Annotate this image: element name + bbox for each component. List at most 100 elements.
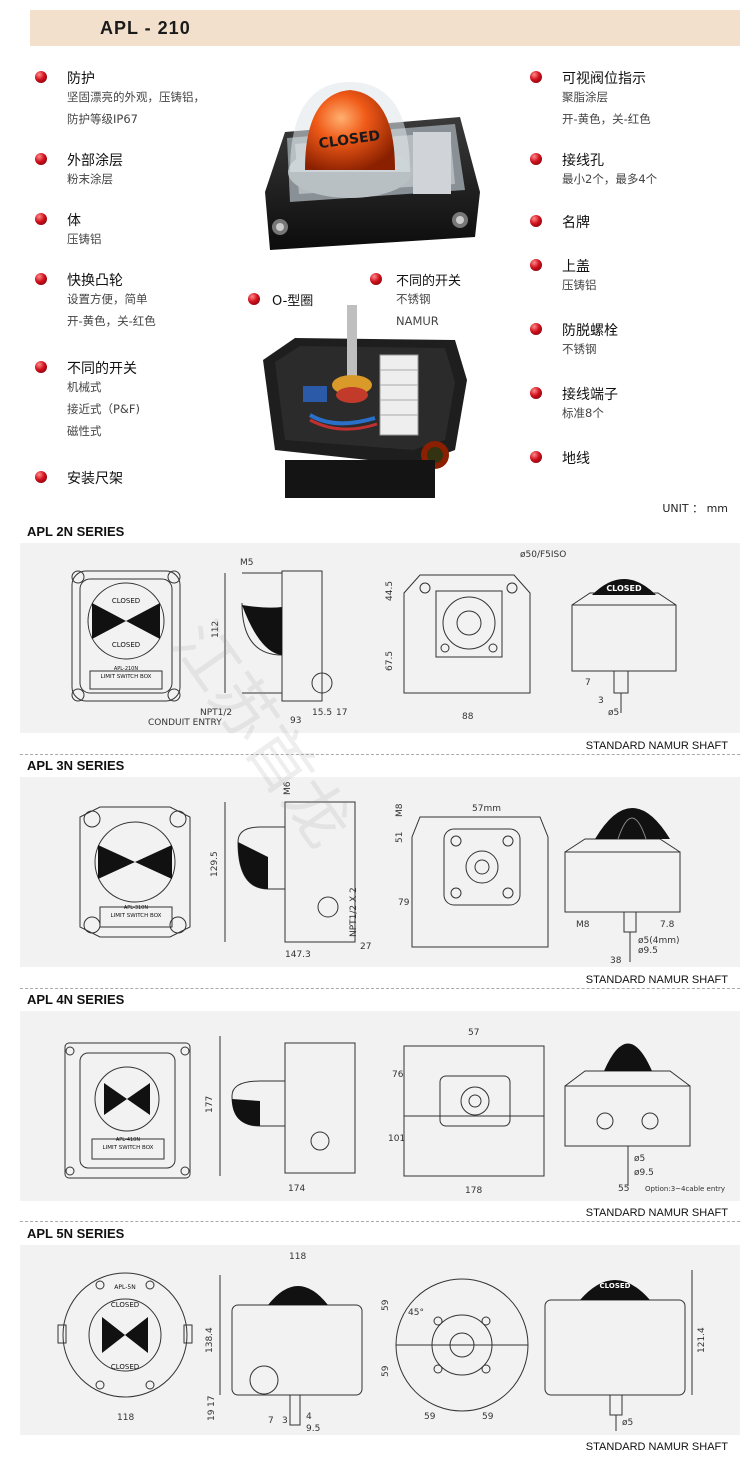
drawing-panel-3n: LIMIT SWITCH BOX APL-310N 129.5 147.3 27…	[20, 777, 740, 967]
closed-text: CLOSED	[600, 1282, 631, 1290]
dim-d5: ø5(4mm)	[638, 936, 680, 946]
feature-desc: 开-黄色，关-红色	[562, 112, 651, 126]
dim-d50: ø50/F5ISO	[520, 550, 566, 560]
caption-2n: STANDARD NAMUR SHAFT	[585, 740, 728, 752]
model-text: APL-410N	[116, 1137, 140, 1143]
dim-112: 112	[211, 621, 221, 638]
bullet-icon	[530, 259, 542, 271]
dim-59: 59	[381, 1299, 391, 1311]
feature-desc: 粉末涂层	[67, 172, 113, 186]
dim-147-3: 147.3	[285, 950, 311, 960]
bullet-icon	[35, 71, 47, 83]
dim-m6: M6	[283, 781, 293, 795]
dim-17: 17	[207, 1396, 217, 1407]
dim-7-8: 7.8	[660, 920, 675, 930]
feature-title: 外部涂层	[67, 153, 123, 169]
model-text: APL-210N	[114, 666, 138, 672]
dim-d9-5: ø9.5	[638, 946, 658, 956]
dim-9-5: 9.5	[306, 1424, 320, 1434]
feature-title: 可视阀位指示	[562, 71, 646, 87]
dim-17: 17	[336, 708, 347, 718]
feature-title: 地线	[562, 451, 590, 467]
drawing-panel-5n: CLOSED CLOSED APL-5N 118 118 138.4 17 19…	[20, 1245, 740, 1435]
feature-title: 防脱螺栓	[562, 323, 618, 339]
dim-d5: ø5	[622, 1418, 633, 1428]
bullet-icon	[35, 273, 47, 285]
dim-67-5: 67.5	[385, 651, 395, 671]
product-photo-assembled: CLOSED	[265, 82, 480, 250]
dim-d5: ø5	[634, 1154, 645, 1164]
feature-title: 快换凸轮	[67, 273, 123, 289]
dim-7: 7	[585, 678, 591, 688]
dim-7: 7	[268, 1416, 274, 1426]
closed-text: CLOSED	[112, 641, 140, 649]
separator	[20, 988, 740, 989]
feature-title: 接线端子	[562, 387, 618, 403]
dim-npt: NPT1/2 X 2	[349, 887, 359, 937]
dimension-drawing-2n: CLOSED CLOSED LIMIT SWITCH BOX APL-210N …	[71, 550, 677, 728]
dim-101: 101	[388, 1134, 405, 1144]
nameplate-text: LIMIT SWITCH BOX	[101, 674, 152, 680]
dim-59: 59	[381, 1365, 391, 1377]
feature-title: 防护	[67, 71, 95, 87]
dim-178: 178	[465, 1186, 482, 1196]
feature-title: 不同的开关	[67, 361, 137, 377]
bullet-icon	[370, 273, 382, 285]
dim-27: 27	[360, 942, 371, 952]
dim-15-5: 15.5	[312, 708, 332, 718]
dim-174: 174	[288, 1184, 305, 1194]
feature-desc: NAMUR	[396, 314, 439, 328]
feature-title: 接线孔	[562, 153, 604, 169]
feature-desc: 磁性式	[67, 424, 102, 438]
title-bar: APL - 210	[30, 10, 740, 46]
dim-88: 88	[462, 712, 474, 722]
feature-title: 不同的开关	[396, 274, 462, 289]
dim-51: 51	[395, 832, 405, 843]
product-photo-internal	[263, 305, 467, 498]
separator	[20, 1221, 740, 1222]
bullet-icon	[530, 215, 542, 227]
dim-19: 19	[207, 1409, 217, 1421]
dim-57: 57	[468, 1028, 479, 1038]
feature-desc: 标准8个	[562, 406, 604, 420]
dim-121-4: 121.4	[697, 1327, 707, 1353]
dim-59: 59	[482, 1412, 494, 1422]
feature-title: 上盖	[562, 259, 590, 275]
unit-label: UNIT ： mm	[662, 502, 728, 515]
dim-59: 59	[424, 1412, 436, 1422]
dim-177: 177	[205, 1096, 215, 1113]
series-title-5n: APL 5N SERIES	[27, 1226, 125, 1241]
feature-desc: 不锈钢	[396, 292, 431, 306]
closed-text: CLOSED	[112, 597, 140, 605]
dim-m5: M5	[240, 558, 254, 568]
dim-conduit: CONDUIT ENTRY	[148, 718, 222, 728]
oring-title: O-型圈	[272, 294, 314, 309]
dim-3: 3	[282, 1416, 288, 1426]
bullet-icon	[35, 213, 47, 225]
dim-129-5: 129.5	[210, 851, 220, 877]
bullet-icon	[530, 387, 542, 399]
series-title-2n: APL 2N SERIES	[27, 524, 125, 539]
feature-desc: 压铸铝	[562, 278, 597, 292]
dimension-drawing-3n: LIMIT SWITCH BOX APL-310N 129.5 147.3 27…	[79, 781, 681, 966]
feature-desc: 接近式（P&F)	[67, 402, 141, 416]
feature-desc: 设置方便，简单	[67, 292, 148, 306]
bullet-icon	[35, 361, 47, 373]
bullet-icon	[35, 471, 47, 483]
bullet-icon	[530, 451, 542, 463]
bullet-icon	[530, 323, 542, 335]
dim-79: 79	[398, 898, 410, 908]
dimension-drawing-5n: CLOSED CLOSED APL-5N 118 118 138.4 17 19…	[57, 1252, 707, 1434]
feature-title: 名牌	[562, 215, 590, 231]
feature-desc: 坚固漂亮的外观，压铸铝，	[67, 90, 205, 104]
dim-76: 76	[392, 1070, 404, 1080]
dim-44-5: 44.5	[385, 581, 395, 601]
caption-4n: STANDARD NAMUR SHAFT	[585, 1207, 728, 1219]
nameplate-text: LIMIT SWITCH BOX	[103, 1145, 154, 1151]
drawing-panel-4n: LIMIT SWITCH BOX APL-410N 177 174 57 76 …	[20, 1011, 740, 1201]
dim-4: 4	[306, 1412, 312, 1422]
dim-d5: ø5	[608, 708, 619, 718]
dim-3: 3	[598, 696, 604, 706]
page-title: APL - 210	[100, 18, 191, 38]
closed-text: CLOSED	[111, 1301, 139, 1309]
